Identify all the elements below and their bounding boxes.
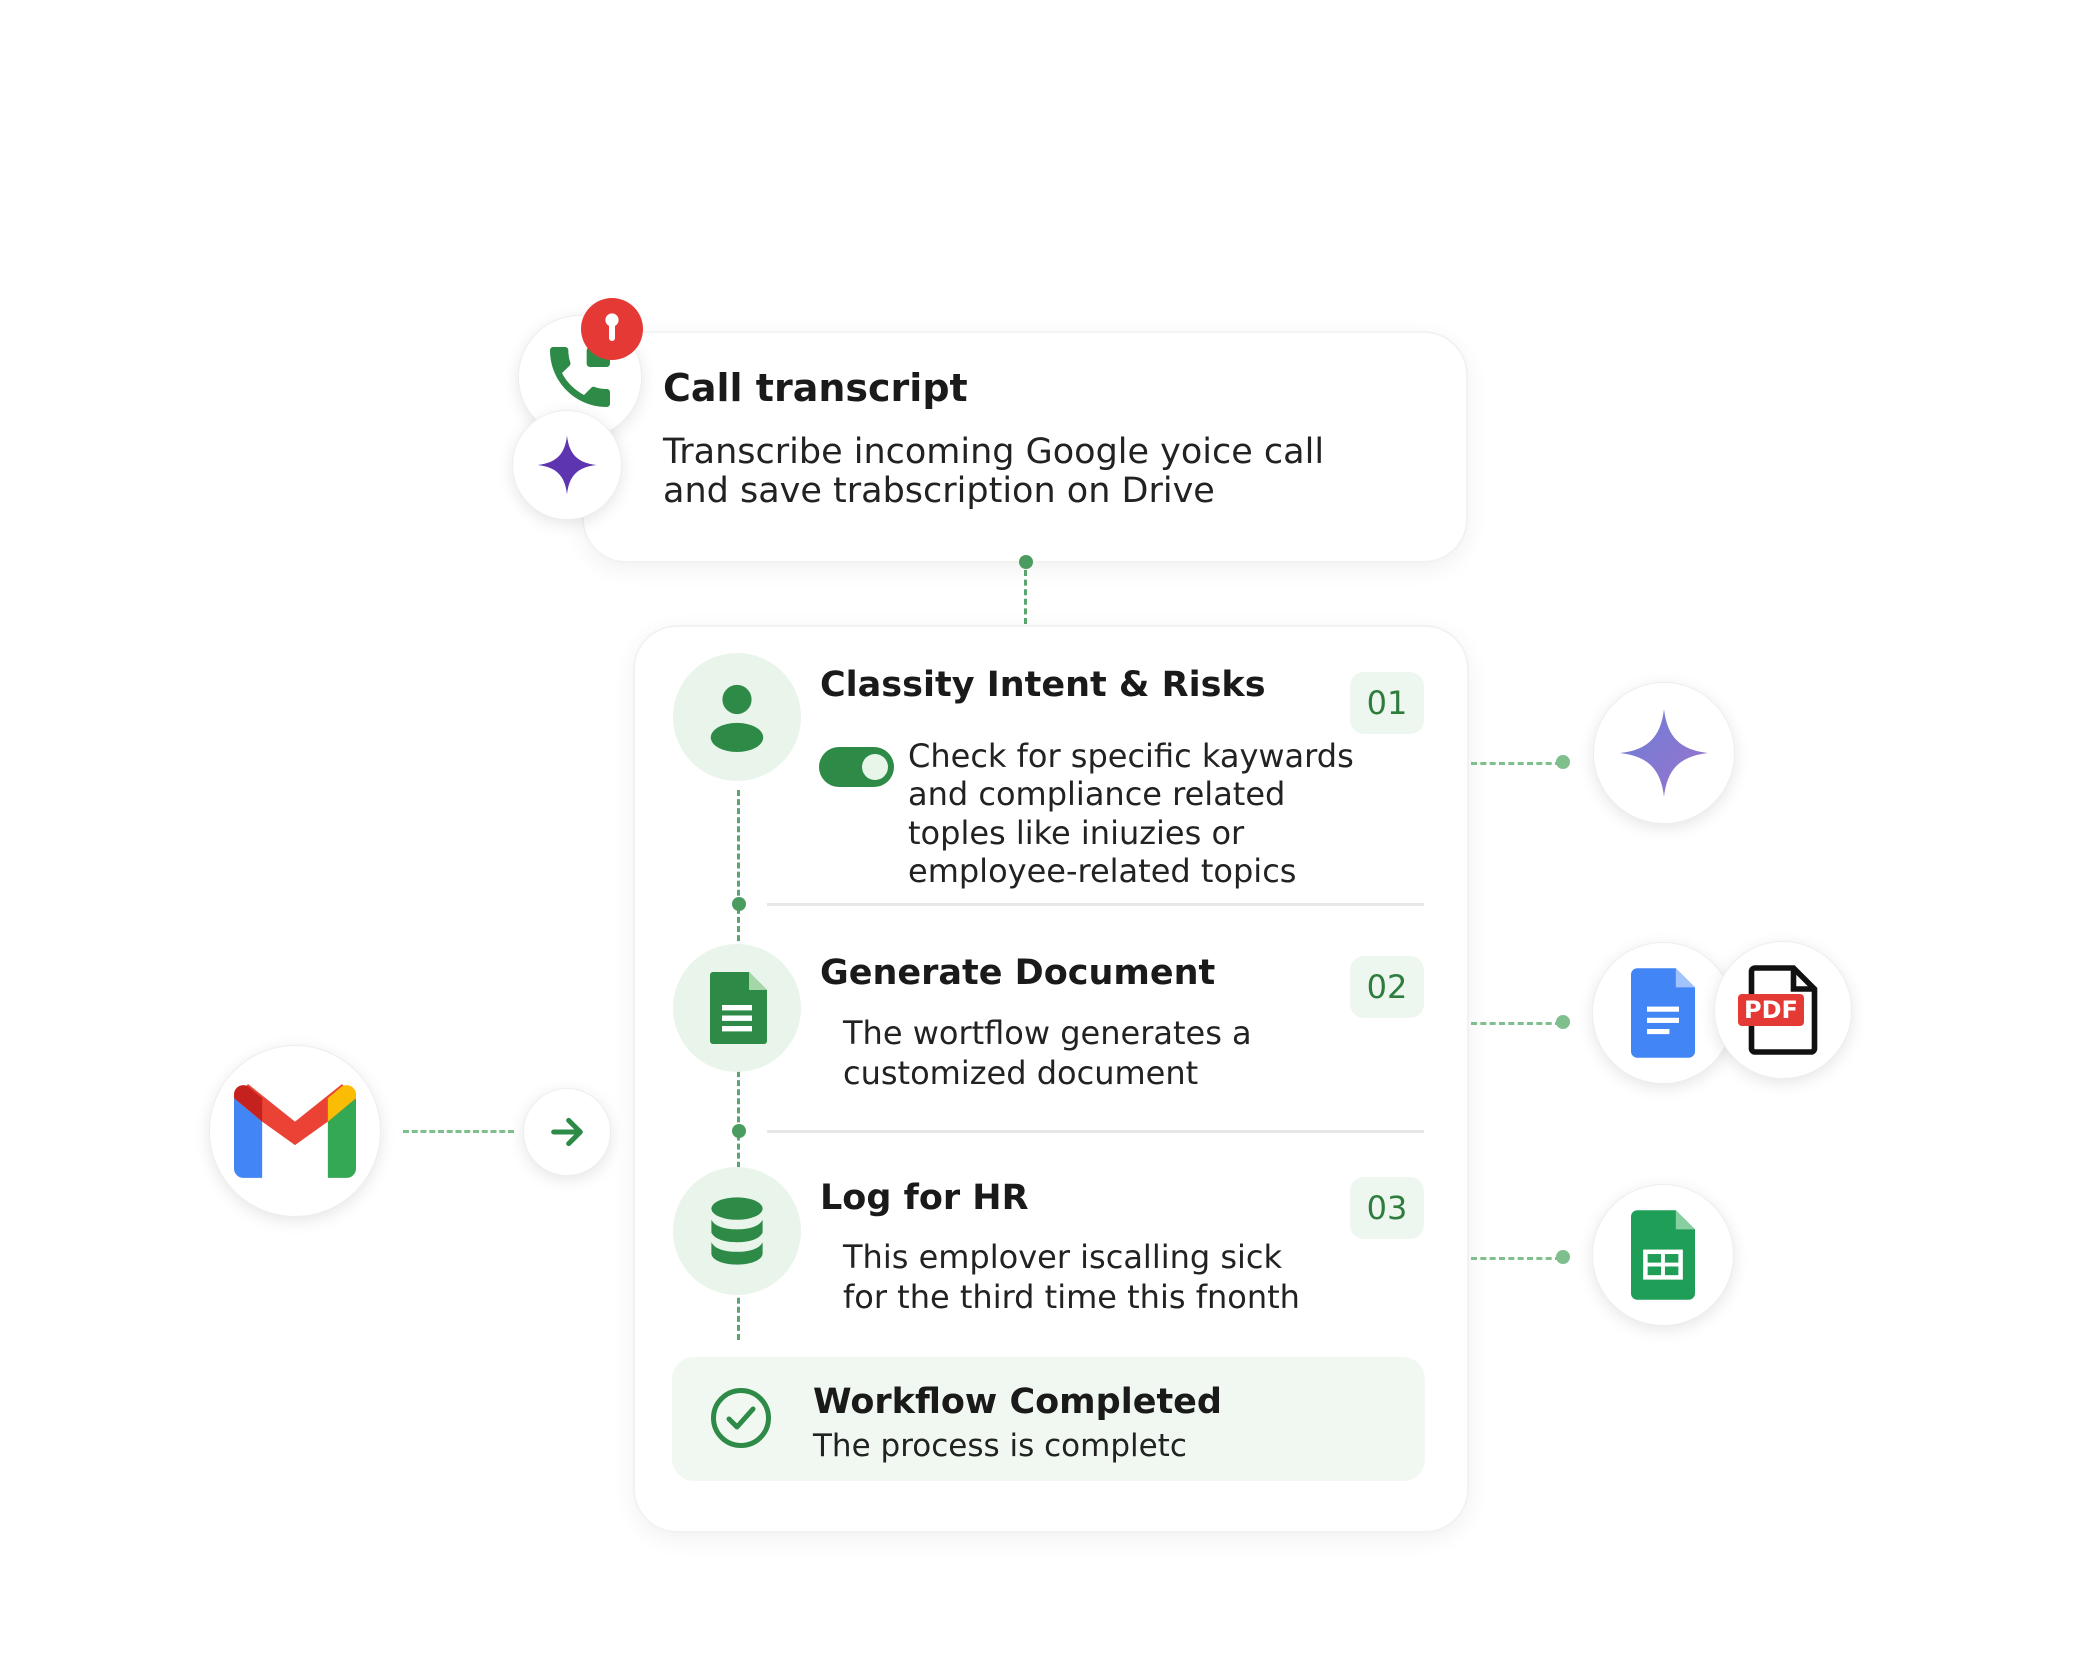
alert-badge-icon <box>581 298 643 360</box>
step-1-toggle[interactable] <box>819 747 894 787</box>
person-icon <box>710 684 764 752</box>
arrow-right-button[interactable] <box>523 1088 611 1176</box>
gemini-circle[interactable] <box>1593 682 1735 824</box>
completed-title: Workflow Completed <box>813 1382 1222 1422</box>
step-divider <box>767 903 1424 906</box>
step-divider <box>767 1130 1424 1133</box>
trigger-title: Call transcript <box>663 366 968 410</box>
step-1-number-badge: 01 <box>1350 672 1424 734</box>
step-3-icon-circle <box>673 1167 801 1295</box>
timeline-dot <box>732 897 746 911</box>
connector-dot <box>1019 555 1033 569</box>
timeline-dot <box>732 1124 746 1138</box>
docs-connector <box>1471 1022 1561 1025</box>
trigger-description-line-2: and save trabscription on Drive <box>663 471 1215 511</box>
gmail-connector <box>403 1130 514 1133</box>
step-1-description-line-3: toples like iniuzies or <box>908 814 1245 852</box>
step-2-icon-circle <box>673 944 801 1072</box>
gmail-icon <box>234 1084 356 1178</box>
completed-subtitle: The process is completc <box>813 1428 1187 1464</box>
workflow-completed-banner <box>672 1357 1425 1481</box>
gemini-connector <box>1471 762 1561 765</box>
connector-dot <box>1556 755 1570 769</box>
trigger-card[interactable] <box>582 331 1468 563</box>
step-1-title: Classity Intent & Risks <box>820 665 1266 705</box>
pdf-icon: PDF <box>1738 964 1818 1056</box>
sparkle-icon-circle <box>512 410 622 520</box>
step-1-description-line-2: and compliance related <box>908 775 1286 813</box>
step-2-description-line-1: The wortflow generates a <box>843 1014 1252 1052</box>
step-2-title: Generate Document <box>820 953 1216 993</box>
pdf-label: PDF <box>1738 994 1804 1026</box>
connector-dot <box>1556 1015 1570 1029</box>
step-1-description-line-4: employee-related topics <box>908 852 1297 890</box>
pdf-circle[interactable]: PDF <box>1714 941 1852 1079</box>
arrow-right-icon <box>551 1117 583 1147</box>
connector-dot <box>1556 1250 1570 1264</box>
google-sheets-icon <box>1631 1210 1695 1300</box>
google-docs-circle[interactable] <box>1592 942 1734 1084</box>
check-circle-icon <box>711 1388 771 1448</box>
google-sheets-circle[interactable] <box>1592 1184 1734 1326</box>
trigger-description-line-1: Transcribe incoming Google yoice call <box>663 432 1325 472</box>
step-2-description-line-2: customized document <box>843 1054 1199 1092</box>
step-3-title: Log for HR <box>820 1178 1029 1218</box>
sheets-connector <box>1471 1257 1561 1260</box>
step-3-description-line-1: This emplover iscalling sick <box>843 1238 1283 1276</box>
toggle-knob <box>862 754 888 780</box>
gemini-icon <box>1620 709 1708 797</box>
gmail-circle[interactable] <box>209 1045 381 1217</box>
step-3-description-line-2: for the third time this fnonth <box>843 1278 1300 1316</box>
step-1-icon-circle <box>673 653 801 781</box>
database-icon <box>711 1197 763 1265</box>
gemini-sparkle-icon <box>537 435 597 495</box>
google-docs-icon <box>1631 968 1695 1058</box>
step-3-number-badge: 03 <box>1350 1177 1424 1239</box>
document-icon <box>710 972 767 1044</box>
step-1-description-line-1: Check for specific kaywards <box>908 737 1354 775</box>
connector-line <box>1024 570 1027 624</box>
step-2-number-badge: 02 <box>1350 956 1424 1018</box>
